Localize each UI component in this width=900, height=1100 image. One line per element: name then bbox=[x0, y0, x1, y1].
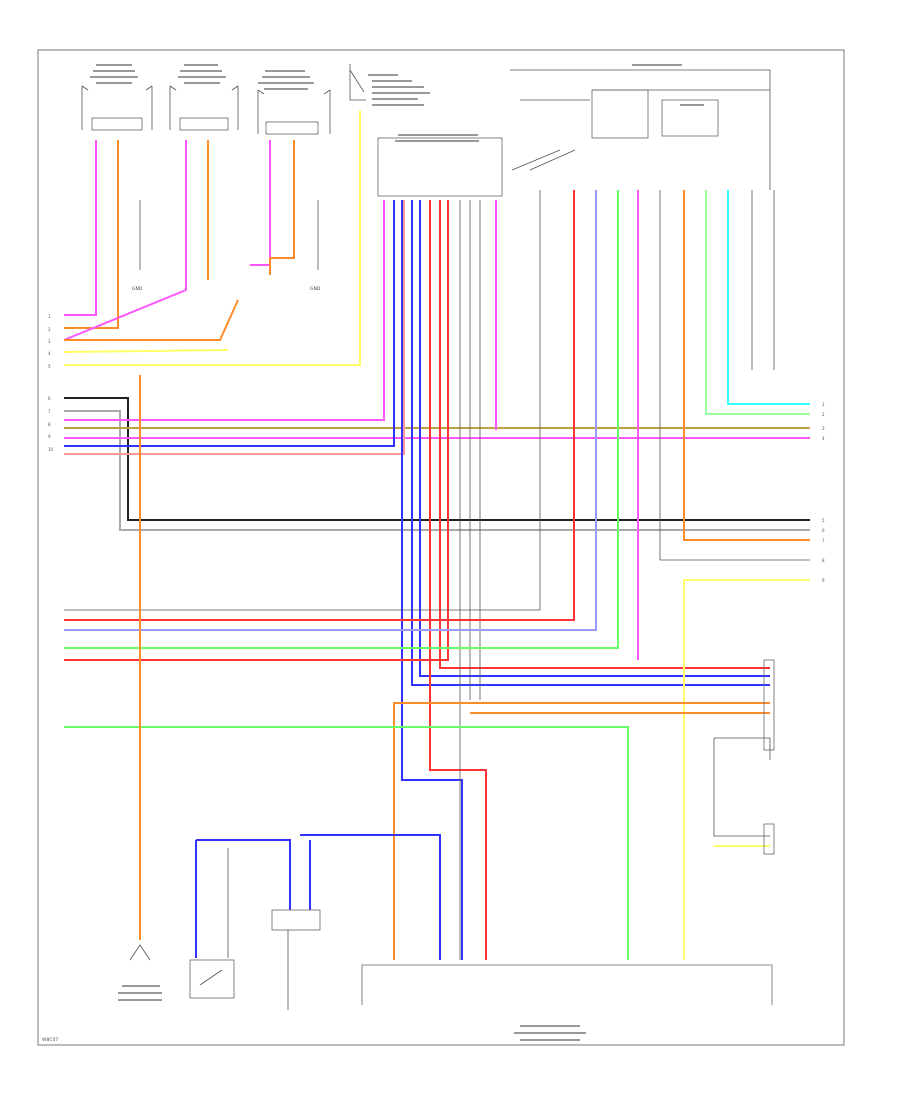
footer-code: W8C07 bbox=[42, 1037, 58, 1043]
svg-text:1: 1 bbox=[822, 402, 825, 407]
svg-text:7: 7 bbox=[822, 538, 825, 543]
central-vertical-bundle bbox=[64, 200, 770, 960]
svg-text:5: 5 bbox=[48, 364, 51, 369]
rear-center-sensor-group bbox=[257, 70, 331, 135]
svg-text:2: 2 bbox=[48, 327, 51, 332]
svg-text:5: 5 bbox=[822, 518, 825, 523]
ground-symbol-1: GND bbox=[132, 200, 143, 292]
lower-right-connector-wires bbox=[64, 659, 775, 960]
main-horizontal-bus bbox=[64, 200, 810, 531]
top-control-unit bbox=[377, 134, 503, 197]
svg-text:10: 10 bbox=[48, 447, 54, 452]
right-vertical-drops bbox=[64, 190, 810, 960]
bottom-center-blue-loop bbox=[196, 834, 441, 1010]
ground-symbol-2: GND bbox=[310, 200, 321, 292]
svg-text:8: 8 bbox=[822, 558, 825, 563]
bottom-relay-box bbox=[189, 840, 235, 999]
svg-text:7: 7 bbox=[48, 409, 51, 414]
svg-text:4: 4 bbox=[48, 351, 51, 356]
switch-symbol-top bbox=[349, 64, 430, 106]
svg-text:3: 3 bbox=[822, 426, 825, 431]
right-bus-labels: 1 2 3 4 5 6 7 8 9 bbox=[822, 402, 825, 583]
svg-text:9: 9 bbox=[822, 578, 825, 583]
bottom-left-switch bbox=[118, 375, 162, 1001]
svg-text:9: 9 bbox=[48, 434, 51, 439]
left-front-sensor-group bbox=[169, 64, 239, 131]
svg-text:4: 4 bbox=[822, 436, 825, 441]
svg-text:3: 3 bbox=[48, 339, 51, 344]
diagram-frame bbox=[37, 49, 845, 1046]
sensor-text-lines bbox=[90, 64, 138, 84]
svg-text:8: 8 bbox=[48, 422, 51, 427]
front-right-sensor-group bbox=[81, 64, 153, 131]
top-right-relay-block bbox=[510, 64, 771, 190]
svg-text:2: 2 bbox=[822, 412, 825, 417]
svg-text:GND: GND bbox=[310, 286, 321, 292]
svg-text:6: 6 bbox=[48, 396, 51, 401]
svg-text:GND: GND bbox=[132, 286, 143, 292]
svg-text:1: 1 bbox=[48, 314, 51, 319]
svg-text:6: 6 bbox=[822, 528, 825, 533]
sensor-feed-wires bbox=[63, 110, 361, 366]
left-bus-labels: 1 2 3 4 5 6 7 8 9 10 bbox=[48, 314, 54, 452]
bottom-control-unit bbox=[361, 964, 773, 1041]
